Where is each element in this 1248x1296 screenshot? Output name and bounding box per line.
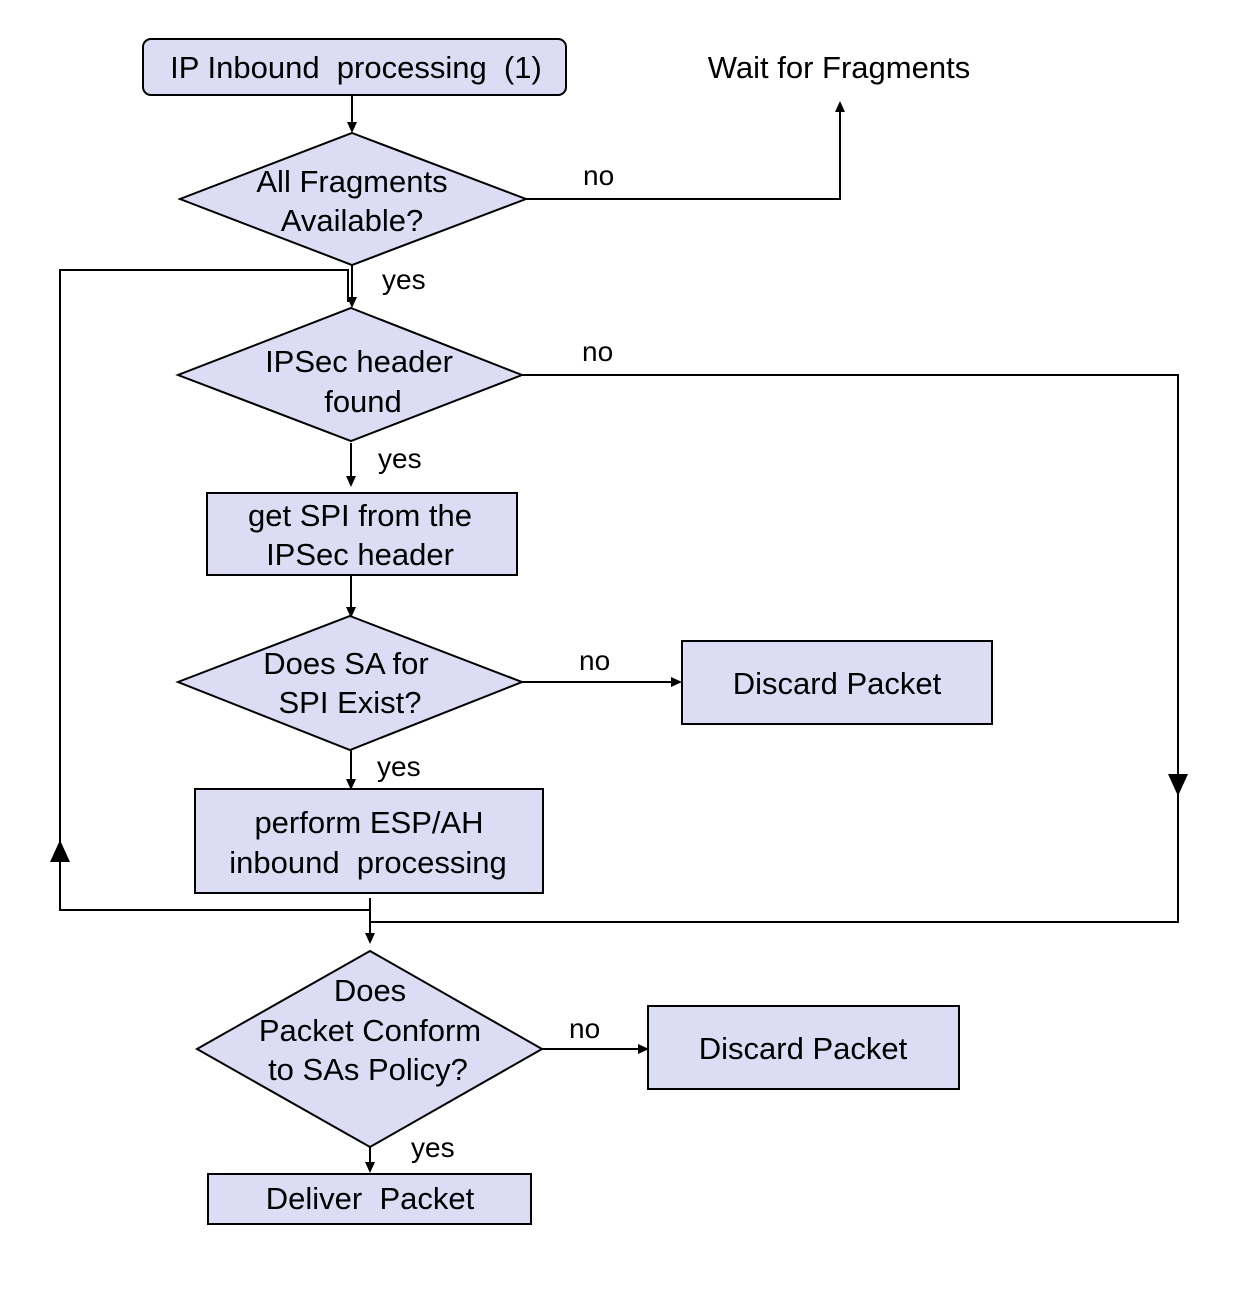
discard1-node: Discard Packet — [681, 640, 993, 725]
policy-decision: Does Packet Conform to SAs Policy? — [194, 949, 545, 1149]
connectors — [50, 96, 1188, 1173]
esp-ah-label-line2: inbound processing — [229, 845, 506, 880]
ipsec-yes-label: yes — [378, 443, 422, 474]
sa-label-line1: Does SA for — [263, 646, 428, 681]
esp-ah-label-line1: perform ESP/AH — [254, 805, 483, 840]
wait-label: Wait for Fragments — [708, 50, 970, 85]
start-box — [142, 38, 567, 96]
discard1-label: Discard Packet — [733, 666, 942, 701]
arrowhead — [347, 297, 357, 308]
get-spi-label-line1: get SPI from the — [248, 498, 472, 533]
discard2-label: Discard Packet — [699, 1031, 908, 1066]
edge-labels: no yes no yes no yes no yes — [377, 160, 614, 1163]
fragments-no-label: no — [583, 160, 614, 191]
start-node: IP Inbound processing (1) — [142, 38, 567, 96]
arrowhead — [365, 1162, 375, 1173]
edge-ipsec-no — [370, 374, 1179, 923]
arrowhead — [346, 779, 356, 790]
esp-ah-node: perform ESP/AH inbound processing — [194, 788, 544, 894]
fragments-diamond — [177, 131, 529, 267]
sa-label-line2: SPI Exist? — [279, 685, 422, 720]
fragments-label-line1: All Fragments — [256, 164, 447, 199]
sa-decision: Does SA for SPI Exist? — [175, 614, 525, 752]
policy-diamond — [194, 949, 545, 1149]
get-spi-node: get SPI from the IPSec header — [206, 492, 518, 576]
policy-no-label: no — [569, 1013, 600, 1044]
edge-fragments-no — [526, 110, 841, 200]
esp-ah-box — [194, 788, 544, 894]
discard1-box — [681, 640, 993, 725]
deliver-label: Deliver Packet — [266, 1181, 475, 1216]
arrowhead-large — [50, 840, 70, 862]
arrowhead — [346, 476, 356, 487]
ipsec-decision: IPSec header found — [175, 306, 525, 443]
sa-yes-label: yes — [377, 751, 421, 782]
ipsec-diamond — [175, 306, 525, 443]
arrowhead — [347, 122, 357, 133]
policy-label-line1: Does — [334, 973, 406, 1008]
deliver-node: Deliver Packet — [207, 1173, 532, 1225]
policy-label-line3: to SAs Policy? — [268, 1052, 468, 1087]
sa-no-label: no — [579, 645, 610, 676]
deliver-box — [207, 1173, 532, 1225]
discard2-box — [647, 1005, 960, 1090]
arrowhead — [638, 1044, 649, 1054]
arrowhead — [671, 677, 682, 687]
arrowhead — [346, 607, 356, 618]
edge-loop-back — [59, 269, 370, 911]
discard2-node: Discard Packet — [647, 1005, 960, 1090]
ipsec-label-line2: found — [324, 384, 402, 419]
get-spi-label-line2: IPSec header — [266, 537, 454, 572]
get-spi-box — [206, 492, 518, 576]
arrowhead-large — [1168, 774, 1188, 796]
policy-yes-label: yes — [411, 1132, 455, 1163]
fragments-label-line2: Available? — [281, 203, 423, 238]
fragments-decision: All Fragments Available? — [177, 131, 529, 267]
ipsec-label-line1: IPSec header — [265, 344, 453, 379]
ipsec-no-label: no — [582, 336, 613, 367]
arrowhead — [365, 933, 375, 944]
start-label: IP Inbound processing (1) — [170, 50, 542, 85]
fragments-yes-label: yes — [382, 264, 426, 295]
arrowhead — [835, 101, 845, 112]
sa-diamond — [175, 614, 525, 752]
policy-label-line2: Packet Conform — [259, 1013, 481, 1048]
